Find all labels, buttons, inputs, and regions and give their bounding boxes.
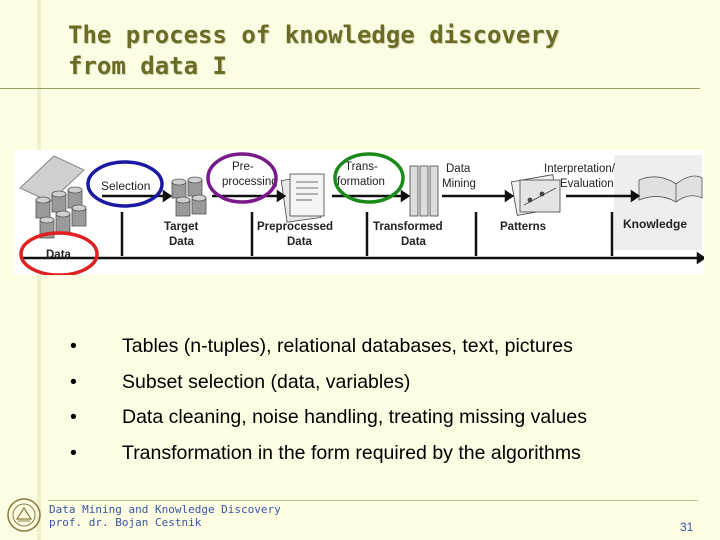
transformed-data-label-1: Transformed [373,221,443,233]
interpretation-label-2: Evaluation [560,178,614,190]
target-data-cylinders-icon [171,176,207,217]
bullet-marker: • [70,370,77,393]
faded-background-texture [614,155,702,250]
bullet-text: Transformation in the form required by t… [122,441,581,464]
footer: Data Mining and Knowledge Discovery prof… [49,503,281,529]
bullet-text: Data cleaning, noise handling, treating … [122,406,588,428]
footer-course-title: Data Mining and Knowledge Discovery [49,503,281,516]
transformation-label-1: Trans- [345,161,378,173]
university-seal-logo [7,498,41,532]
target-data-label-1: Target [164,221,198,233]
bullet-marker: • [70,335,77,357]
slide-title-line-2: from data I [68,52,227,80]
patterns-label: Patterns [500,221,546,233]
bullet-text: Subset selection (data, variables) [122,370,411,393]
data-mining-label-1: Data [446,163,471,175]
data-label: Data [46,249,72,261]
transformed-data-label-2: Data [401,236,427,248]
interpretation-label-1: Interpretation/ [544,163,616,175]
preprocessing-label-1: Pre- [232,161,254,173]
preprocessed-data-label-1: Preprocessed [257,221,333,233]
bullet-marker: • [70,406,77,428]
slide-title: The process of knowledge discovery from … [68,20,688,82]
data-highlight-circle [19,231,99,275]
preprocessing-highlight-circle [206,152,278,204]
slide-title-line-1: The process of knowledge discovery [68,21,560,49]
footer-author: prof. dr. Bojan Cestnik [49,516,202,529]
transformation-label-2: formation [337,176,385,188]
preprocessed-data-label-2: Data [287,236,313,248]
timeline-arrowhead [696,251,704,265]
preprocessed-data-documents-icon [280,173,325,223]
kdd-process-diagram: Selection Pre- processing Trans- formati… [14,150,704,275]
knowledge-book-icon [638,175,703,203]
bullet-text: Tables (n-tuples), relational databases,… [122,335,573,357]
selection-highlight-circle [86,160,164,208]
footer-divider [48,500,698,501]
title-divider [0,88,700,89]
selection-label: Selection [101,179,150,193]
data-cylinders-icon [19,155,87,239]
knowledge-label: Knowledge [623,217,687,231]
data-mining-label-2: Mining [442,178,476,190]
transformed-data-columns-icon [409,165,439,217]
patterns-chart-icon [510,174,561,216]
page-number: 31 [680,520,694,534]
transformation-highlight-circle [333,152,405,204]
bullet-marker: • [70,441,77,464]
target-data-label-2: Data [169,236,195,248]
preprocessing-label-2: processing [222,176,278,188]
